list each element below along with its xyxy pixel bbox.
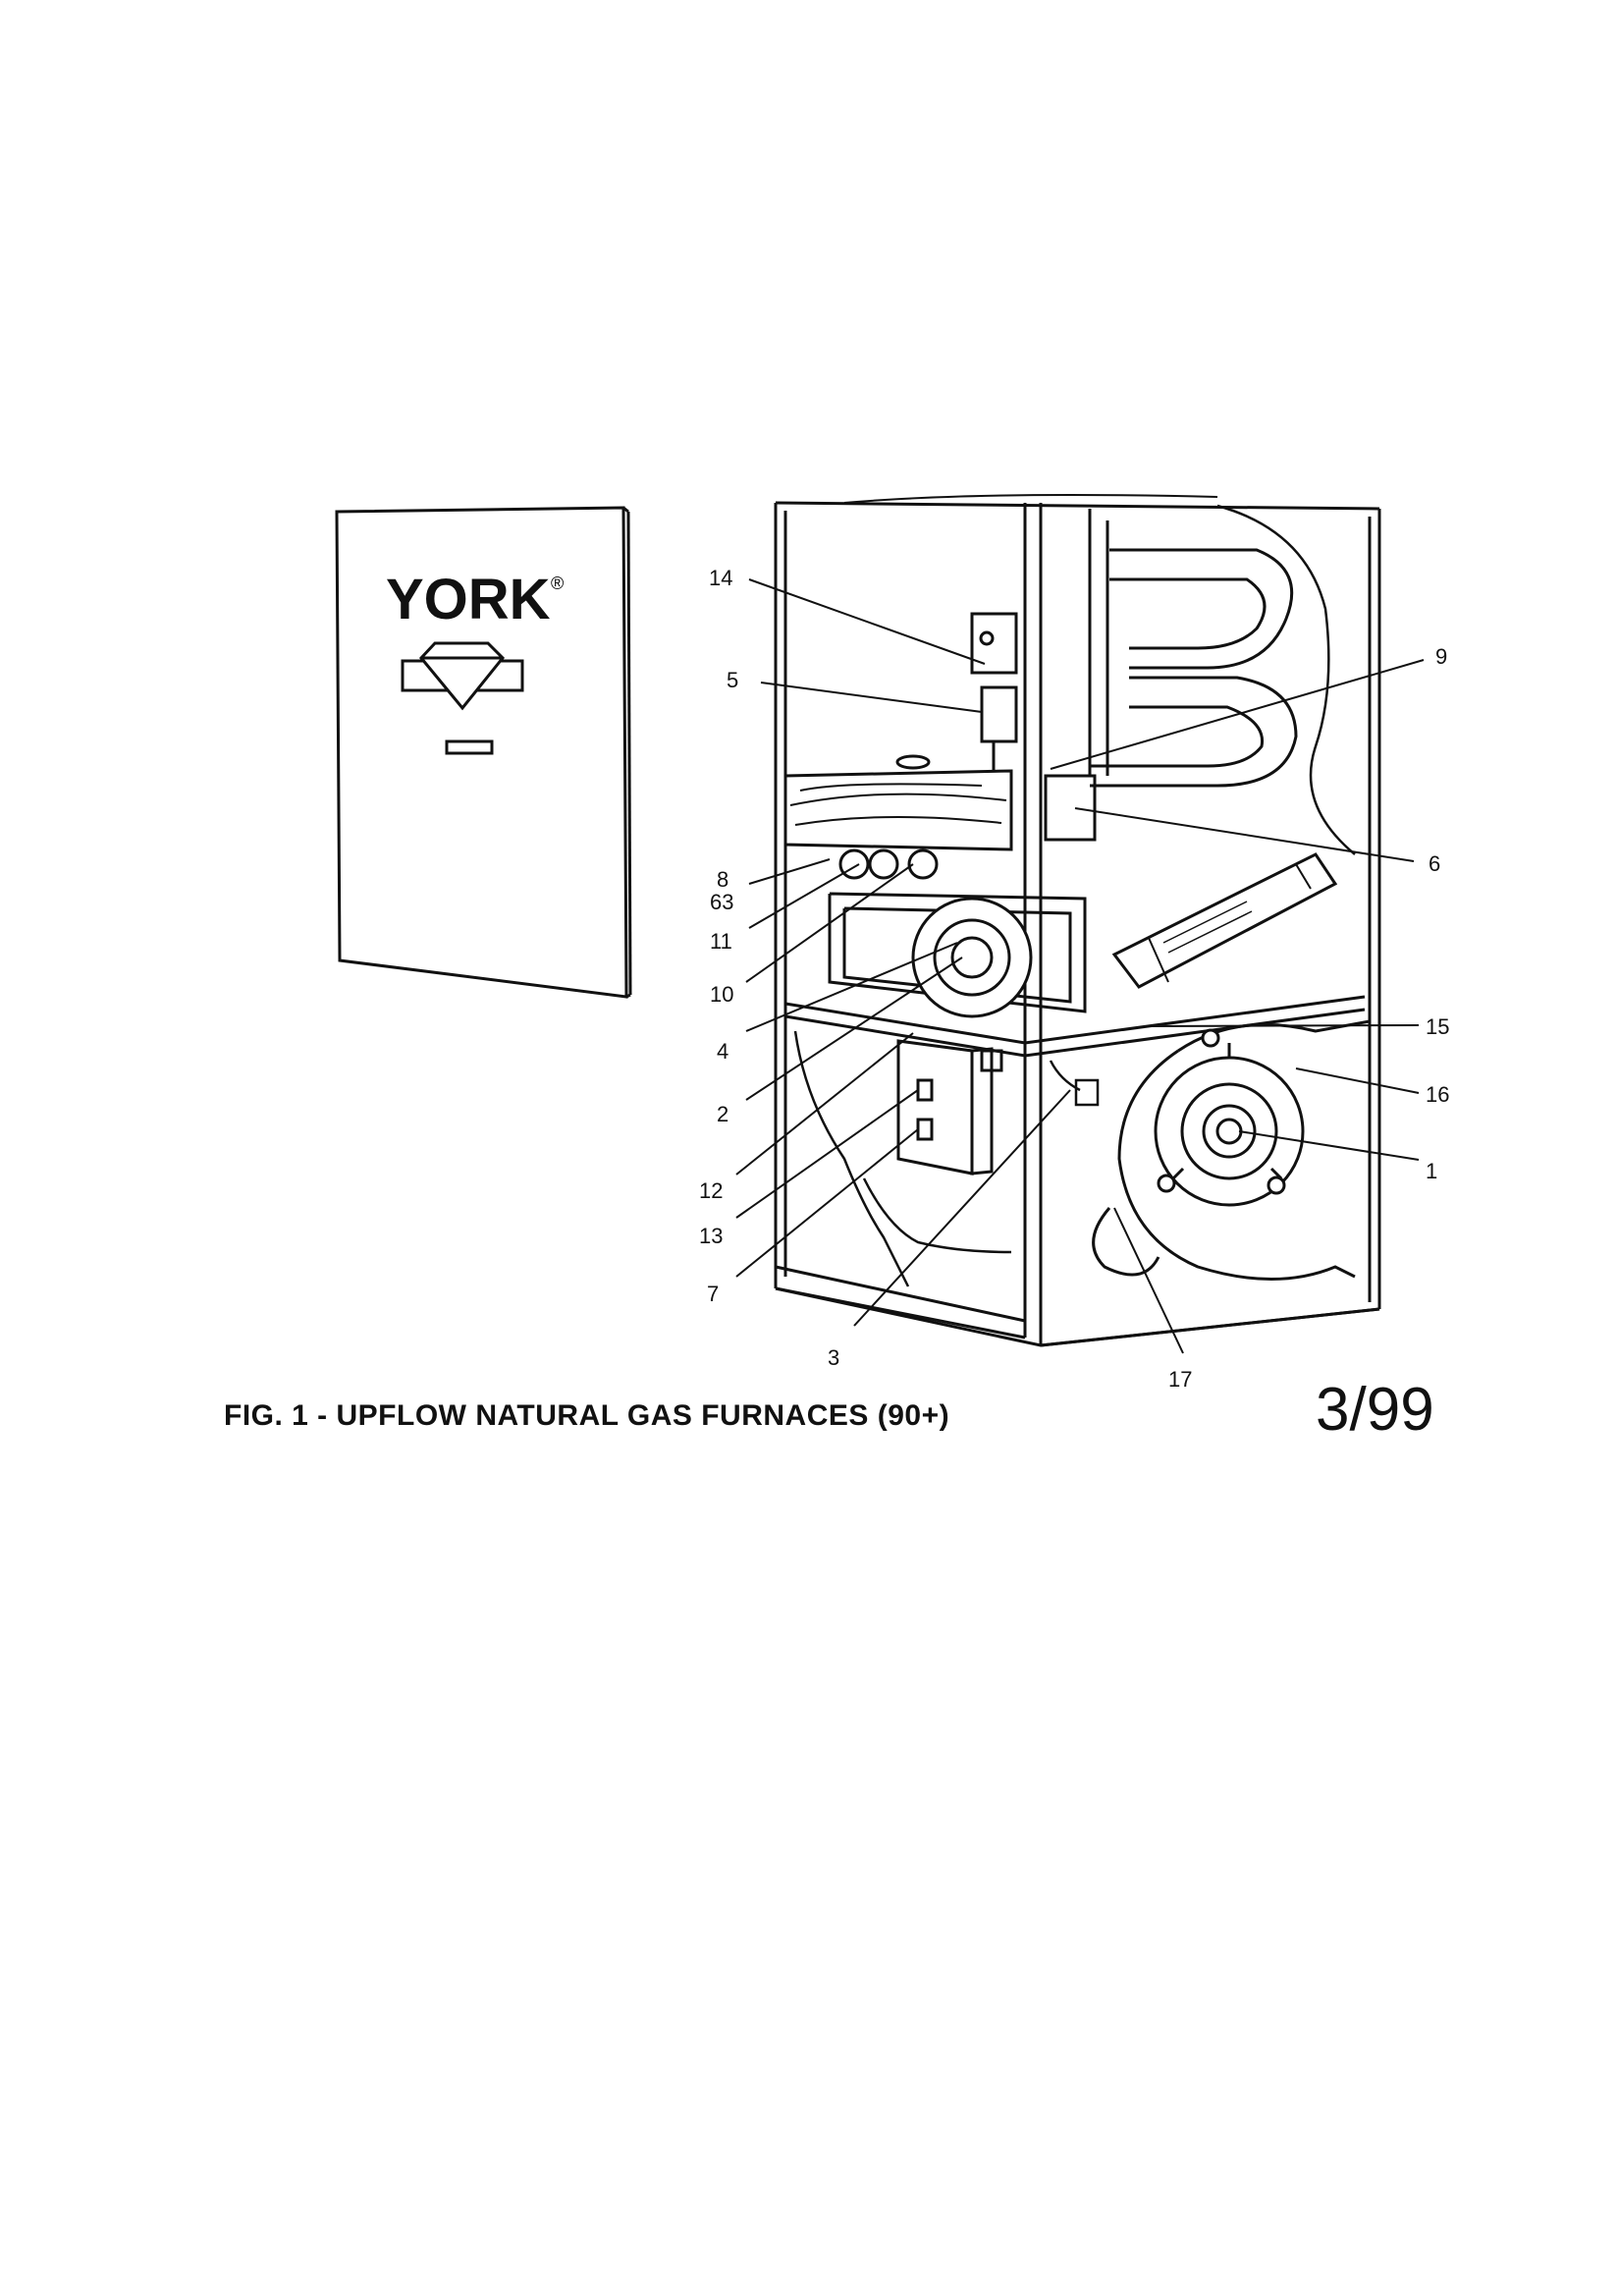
control-board — [896, 1039, 1003, 1175]
registered-mark: ® — [551, 574, 564, 593]
callout-labels: 14 5 9 6 8 63 11 10 4 2 12 13 7 3 17 1 1… — [699, 566, 1449, 1392]
callout-13: 13 — [699, 1224, 723, 1248]
callout-16: 16 — [1426, 1082, 1449, 1107]
furnace-cabinet — [774, 494, 1381, 1347]
date-code: 3/99 — [1316, 1376, 1434, 1444]
heat-exchanger-coils — [1088, 504, 1356, 855]
blower-assembly — [1092, 1019, 1371, 1281]
callout-15: 15 — [1426, 1014, 1449, 1039]
callout-14: 14 — [709, 566, 732, 590]
callout-3: 3 — [828, 1345, 839, 1370]
callout-17: 17 — [1168, 1367, 1192, 1392]
callout-9: 9 — [1435, 644, 1447, 669]
callout-12: 12 — [699, 1178, 723, 1203]
callout-6: 6 — [1429, 851, 1440, 876]
flue-pipe — [1111, 852, 1338, 989]
callout-2: 2 — [717, 1102, 728, 1126]
inducer-motor — [828, 848, 1087, 1018]
callout-11: 11 — [710, 929, 732, 954]
leader-lines — [735, 578, 1425, 1354]
york-diamond-icon — [401, 641, 524, 755]
callout-5: 5 — [727, 668, 738, 692]
gas-valve-assembly — [970, 612, 1018, 771]
brand-logo-text: YORK — [386, 568, 551, 631]
callout-10: 10 — [710, 982, 733, 1007]
figure-caption: FIG. 1 - UPFLOW NATURAL GAS FURNACES (90… — [224, 1399, 950, 1432]
callout-1: 1 — [1426, 1159, 1437, 1183]
callout-8: 8 — [717, 867, 728, 892]
burner-assembly — [783, 754, 1097, 851]
callout-7: 7 — [707, 1282, 719, 1306]
callout-63: 63 — [710, 890, 733, 914]
wiring — [793, 1030, 1100, 1287]
callout-4: 4 — [717, 1039, 728, 1064]
